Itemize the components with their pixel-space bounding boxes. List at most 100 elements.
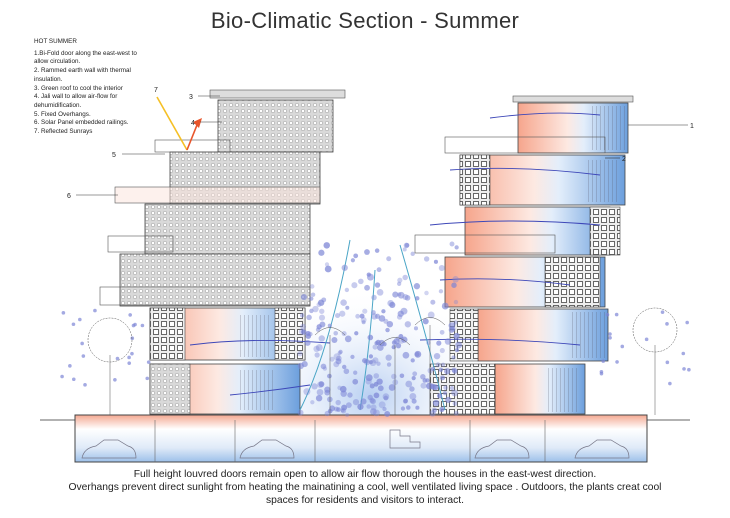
air-particle bbox=[404, 242, 410, 248]
air-particle bbox=[448, 326, 455, 333]
air-particle bbox=[422, 318, 429, 325]
air-particle bbox=[371, 310, 376, 315]
air-particle bbox=[405, 380, 413, 388]
air-particle bbox=[309, 296, 314, 301]
air-particle bbox=[430, 299, 436, 305]
air-particle bbox=[415, 405, 420, 410]
legend-item: 5. Fixed Overhangs. bbox=[34, 110, 91, 118]
air-particle bbox=[80, 341, 84, 346]
air-particle bbox=[426, 382, 433, 390]
air-particle bbox=[435, 362, 441, 368]
air-particle bbox=[312, 305, 319, 313]
air-particle bbox=[409, 392, 417, 400]
air-particle bbox=[319, 308, 325, 314]
air-particle bbox=[601, 359, 606, 363]
air-particle bbox=[350, 354, 355, 360]
air-particle bbox=[364, 284, 370, 291]
air-particle bbox=[599, 371, 604, 376]
air-particle bbox=[449, 241, 455, 247]
air-particle bbox=[376, 267, 382, 273]
air-particle bbox=[351, 282, 358, 289]
legend-item: 6. Solar Panel embedded railings. bbox=[34, 119, 129, 127]
air-particle bbox=[337, 350, 342, 356]
air-particle bbox=[372, 344, 378, 350]
air-particle bbox=[614, 312, 619, 317]
air-particle bbox=[413, 326, 419, 331]
air-particle bbox=[430, 366, 435, 371]
air-particle bbox=[378, 315, 386, 322]
air-particle bbox=[410, 358, 415, 363]
air-particle bbox=[305, 330, 311, 337]
air-particle bbox=[452, 401, 458, 406]
air-particle bbox=[373, 373, 380, 379]
air-particle bbox=[420, 382, 427, 389]
air-particle bbox=[324, 265, 332, 273]
air-particle bbox=[60, 374, 64, 379]
air-particle bbox=[443, 385, 448, 390]
air-particle bbox=[300, 329, 306, 334]
caption: Full height louvred doors remain open to… bbox=[0, 468, 730, 507]
air-particle bbox=[377, 385, 384, 392]
air-particle bbox=[374, 248, 380, 253]
air-particle bbox=[397, 292, 402, 297]
legend-item: 3. Green roof to cool the interior bbox=[34, 84, 123, 92]
air-particle bbox=[445, 396, 452, 404]
air-particle bbox=[340, 390, 347, 397]
air-particle bbox=[368, 354, 374, 359]
air-particle bbox=[608, 336, 612, 340]
air-particle bbox=[439, 406, 445, 413]
air-particle bbox=[385, 327, 390, 333]
air-particle bbox=[329, 405, 336, 412]
air-particle bbox=[410, 251, 415, 257]
air-particle bbox=[341, 264, 348, 271]
air-particle bbox=[454, 348, 460, 353]
air-particle bbox=[345, 402, 352, 409]
tree-icons bbox=[87, 307, 678, 415]
air-particle bbox=[93, 308, 97, 313]
air-particle bbox=[341, 404, 348, 411]
air-particle bbox=[340, 299, 347, 306]
air-particle bbox=[452, 276, 459, 283]
air-particle bbox=[453, 320, 458, 325]
air-particle bbox=[333, 353, 341, 361]
air-particle bbox=[362, 358, 368, 364]
air-particle bbox=[344, 335, 352, 343]
caption-line: Full height louvred doors remain open to… bbox=[133, 469, 597, 480]
air-particle bbox=[352, 378, 359, 385]
air-particle bbox=[317, 299, 325, 306]
air-particle bbox=[297, 362, 304, 370]
air-particle bbox=[140, 323, 145, 328]
air-particle bbox=[386, 320, 394, 328]
air-particle bbox=[402, 247, 407, 252]
air-particle bbox=[297, 409, 304, 416]
air-particle bbox=[371, 294, 377, 301]
air-particle bbox=[333, 330, 339, 336]
air-particle bbox=[660, 310, 665, 314]
cool-air-zone bbox=[260, 270, 480, 450]
air-particle bbox=[319, 321, 326, 328]
air-particle bbox=[342, 364, 347, 370]
air-particle bbox=[338, 349, 343, 354]
air-particle bbox=[392, 379, 399, 386]
air-particle bbox=[310, 292, 316, 297]
air-particle bbox=[313, 345, 320, 353]
air-particle bbox=[340, 408, 347, 414]
callout-5: 5 bbox=[112, 152, 116, 159]
air-particle bbox=[318, 335, 325, 342]
air-particle bbox=[322, 366, 328, 371]
air-particle bbox=[455, 341, 463, 349]
basement-parking bbox=[74, 414, 648, 463]
air-particle bbox=[353, 370, 358, 375]
callout-lines bbox=[76, 95, 688, 196]
car-icons bbox=[81, 429, 630, 459]
air-particle bbox=[366, 272, 371, 277]
air-particle bbox=[400, 406, 406, 411]
air-particle bbox=[409, 386, 415, 392]
right-tower bbox=[414, 95, 634, 415]
air-particle bbox=[327, 373, 332, 379]
air-particle bbox=[438, 289, 444, 294]
air-particle bbox=[681, 351, 686, 356]
air-particle bbox=[439, 375, 446, 381]
air-particle bbox=[413, 283, 421, 290]
air-particle bbox=[448, 322, 456, 329]
